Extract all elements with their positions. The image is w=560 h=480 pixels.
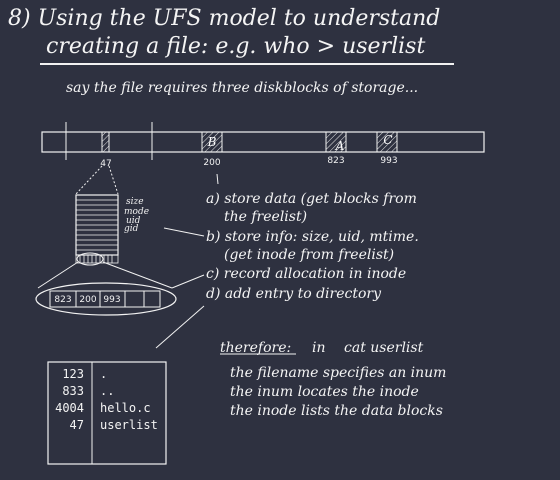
step-a-line-1: a) store data (get blocks from <box>206 191 417 207</box>
block-list-entry-1: 823 <box>54 295 71 305</box>
block-list-entry-2: 200 <box>79 295 96 305</box>
block-list-ellipse <box>35 282 177 316</box>
inode-to-step-b-line <box>163 227 205 237</box>
block-number-823: 823 <box>327 156 344 166</box>
block-letter-a: A <box>335 139 345 153</box>
inode-field-gid: gid <box>124 224 139 234</box>
dir-inum-3: 4004 <box>55 401 84 415</box>
disk-block-993 <box>376 131 398 153</box>
therefore-line-1: the filename specifies an inum <box>230 365 447 381</box>
disk-block-47 <box>101 131 110 153</box>
disk-block-823 <box>325 131 347 153</box>
directory-table <box>47 361 167 465</box>
block-list-entry-3: 993 <box>103 295 120 305</box>
inode-field-mode: mode <box>124 207 149 217</box>
inode-rows <box>76 199 118 251</box>
inode-field-size: size <box>126 197 144 207</box>
dir-name-1: . <box>100 367 108 381</box>
therefore-label: therefore: <box>220 340 292 356</box>
dir-name-4: userlist <box>100 418 158 432</box>
title-line-1: 8) Using the UFS model to understand <box>8 6 441 31</box>
step-d-to-directory-line <box>155 305 205 349</box>
step-a-line-2: the freelist) <box>224 209 308 225</box>
therefore-line-2: the inum locates the inode <box>230 384 419 400</box>
dir-name-3: hello.c <box>100 401 151 415</box>
dir-inum-1: 123 <box>62 367 84 381</box>
block-200-tick <box>216 173 219 185</box>
step-b-line-1: b) store info: size, uid, mtime. <box>206 229 419 245</box>
therefore-in: in <box>312 340 326 356</box>
dir-name-2: .. <box>100 384 115 398</box>
title-underline <box>40 63 454 65</box>
title-line-2: creating a file: e.g. who > userlist <box>46 34 426 59</box>
dir-inum-4: 47 <box>69 418 84 432</box>
block-number-47: 47 <box>100 159 111 169</box>
zoom-line-list-right <box>102 261 173 289</box>
block-letter-c: C <box>383 133 392 147</box>
step-c: c) record allocation in inode <box>206 266 407 282</box>
block-letter-b: B <box>207 135 217 149</box>
therefore-line-3: the inode lists the data blocks <box>230 403 443 419</box>
inode-field-uid: uid <box>126 216 141 226</box>
therefore-command: cat userlist <box>344 340 424 356</box>
block-number-993: 993 <box>380 156 397 166</box>
inode-pointer-circle <box>76 252 104 266</box>
zoom-line-right <box>108 165 119 195</box>
step-b-line-2: (get inode from freelist) <box>224 247 395 263</box>
step-d: d) add entry to directory <box>206 286 381 302</box>
dir-inum-2: 833 <box>62 384 84 398</box>
zoom-line-list-left <box>37 261 79 289</box>
disk-bar <box>41 131 485 153</box>
block-number-200: 200 <box>203 158 220 168</box>
subtitle: say the file requires three diskblocks o… <box>66 80 419 96</box>
inode-pointer-slots <box>75 254 119 264</box>
zoom-line-left <box>75 165 103 195</box>
disk-block-200 <box>201 131 223 153</box>
list-to-step-c-line <box>171 274 205 289</box>
